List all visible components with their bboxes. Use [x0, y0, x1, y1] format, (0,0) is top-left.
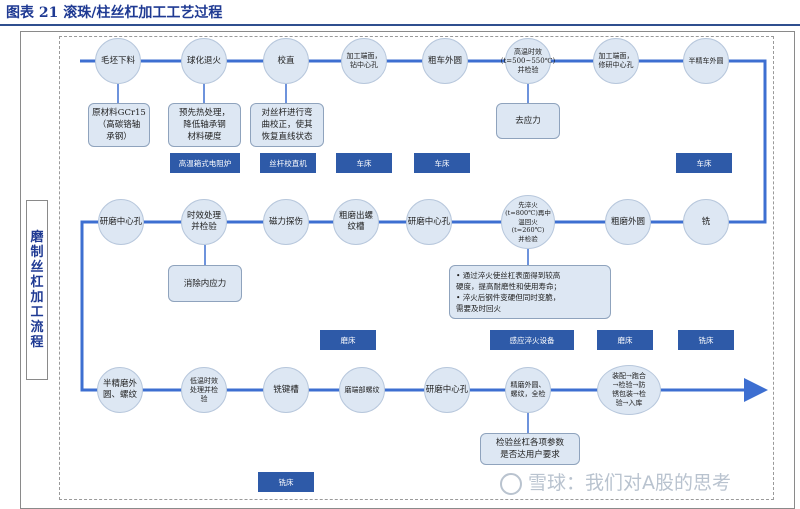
figure-title: 图表 21 滚珠/柱丝杠加工工艺过程: [6, 5, 223, 21]
process-step-finish-grind: 精磨外圆、 螺纹，全检: [505, 367, 551, 413]
process-step-lap-center-2: 研磨中心孔: [406, 199, 452, 245]
process-step-low-temp-aging: 低温时效 处理并检 验: [181, 367, 227, 413]
process-step-face-center-drill: 加工端面， 钻中心孔: [341, 38, 387, 84]
equip-label: 铣床: [678, 330, 734, 350]
note-eliminate-stress: 消除内应力: [168, 265, 242, 302]
side-label-char: 磨: [30, 230, 44, 245]
side-label-char: 工: [30, 305, 44, 320]
process-step-mill: 铣: [683, 199, 729, 245]
process-step-face-center-lap: 加工端面， 修研中心孔: [593, 38, 639, 84]
process-step-quench-temper: 先淬火 (t=800℃)再中 温回火 (t=260℃) 并检验: [501, 195, 555, 249]
side-label-char: 杠: [30, 275, 44, 290]
process-step-magnetic-inspection: 磁力探伤: [263, 199, 309, 245]
process-step-semi-finish-turn: 半精车外圆: [683, 38, 729, 84]
process-step-blank-cutting: 毛坯下料: [95, 38, 141, 84]
equip-label: 车床: [676, 153, 732, 173]
equip-label: 丝杆校直机: [260, 153, 316, 173]
process-area: [59, 36, 774, 500]
equip-label: 高温箱式电阻炉: [170, 153, 240, 173]
equip-label: 车床: [336, 153, 392, 173]
process-step-rough-grind-thread: 粗磨出螺 纹槽: [333, 199, 379, 245]
note-stress-relief: 去应力: [496, 103, 560, 139]
equip-label: 车床: [414, 153, 470, 173]
process-step-lap-center-4: 研磨中心孔: [424, 367, 470, 413]
note-inspect-parameters: 检验丝杠各项参数 是否达用户要求: [480, 433, 580, 465]
process-step-rough-turn: 粗车外圆: [422, 38, 468, 84]
process-step-straighten: 校直: [263, 38, 309, 84]
watermark-logo-icon: [500, 472, 522, 495]
process-step-lap-center-3: 研磨中心孔: [98, 199, 144, 245]
process-step-grind-end-thread: 磨端部螺纹: [339, 367, 385, 413]
note-straighten-purpose: 对丝杆进行弯 曲校正，使其 恢复直线状态: [250, 103, 324, 147]
side-label-char: 加: [30, 290, 44, 305]
side-label: 磨 制 丝 杠 加 工 流 程: [26, 200, 48, 380]
equip-label: 磨床: [597, 330, 653, 350]
side-label-char: 程: [30, 335, 44, 350]
equip-label: 磨床: [320, 330, 376, 350]
side-label-char: 丝: [30, 260, 44, 275]
title-divider: [0, 24, 800, 26]
process-step-spheroidize-anneal: 球化退火: [181, 38, 227, 84]
process-step-high-temp-aging: 高温时效 (t=500~550℃) 并检验: [501, 38, 555, 84]
process-step-mill-keyway: 铣键槽: [263, 367, 309, 413]
side-label-char: 流: [30, 320, 44, 335]
note-pre-heat-treatment: 预先热处理， 降低轴承钢 材料硬度: [168, 103, 241, 147]
process-step-aging-inspect: 时效处理 并检验: [181, 199, 227, 245]
process-step-rough-grind-od: 粗磨外圆: [605, 199, 651, 245]
process-step-assembly: 装配→跑合 →检验→防 锈包装→检 验→入库: [597, 365, 661, 415]
note-quench-explanation: • 通过淬火使丝杠表面得到较高 硬度，提高耐磨性和使用寿命； • 淬火后钢件变硬…: [449, 265, 611, 319]
watermark: 雪球：我们对A股的思考: [500, 468, 731, 495]
watermark-text: 雪球：我们对A股的思考: [528, 472, 731, 494]
process-step-semi-finish-grind: 半精磨外 圆、螺纹: [97, 367, 143, 413]
note-raw-material: 原材料GCr15 （高碳铬轴 承钢）: [88, 103, 150, 147]
side-label-char: 制: [30, 245, 44, 260]
equip-label: 感应淬火设备: [490, 330, 574, 350]
equip-label: 铣床: [258, 472, 314, 492]
